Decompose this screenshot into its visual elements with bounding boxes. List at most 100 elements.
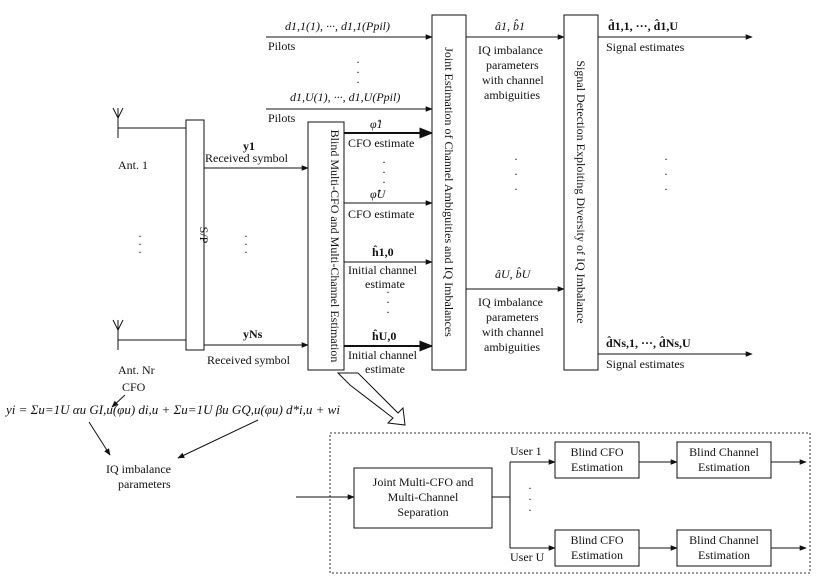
svg-text:·: · — [356, 65, 360, 79]
svg-text:·: · — [514, 167, 518, 181]
iq-note-arrow-right — [177, 419, 259, 459]
joint-separation-block — [353, 467, 493, 529]
sp-block-label: S/P — [197, 227, 211, 244]
vertical-dots-iq: · · · — [514, 152, 518, 196]
svg-text:·: · — [382, 165, 386, 179]
joint-separation-line-2: Multi-Channel — [388, 490, 459, 504]
svg-text:·: · — [382, 155, 386, 169]
iq-1-label-4: ambiguities — [484, 88, 540, 102]
vertical-dots-users: · · · — [528, 481, 532, 517]
svg-text:·: · — [138, 229, 142, 243]
joint-separation-line-3: Separation — [397, 505, 448, 519]
vertical-dots-antennas: · · · — [138, 229, 142, 259]
iq-note-arrow-left — [88, 421, 111, 456]
iq-u-label-1: IQ imbalance — [478, 295, 543, 309]
signal-detection-label: Signal Detection Exploiting Diversity of… — [574, 60, 588, 323]
svg-text:·: · — [664, 152, 668, 166]
antenna-1-label: Ant. 1 — [118, 158, 148, 172]
blind-channel-u-line-2: Estimation — [698, 548, 750, 562]
svg-text:·: · — [138, 237, 142, 251]
joint-estimation-block — [431, 14, 467, 371]
cfo-1-math: φ̂1 — [370, 117, 383, 131]
svg-text:·: · — [386, 295, 390, 309]
joint-separation-line-1: Joint Multi-CFO and — [373, 475, 474, 489]
blind-cfo-1-line-1: Blind CFO — [570, 445, 623, 459]
equation-cfo-note: CFO — [122, 380, 146, 394]
blind-estimation-block — [307, 121, 345, 371]
zoom-arrow-icon — [336, 372, 406, 426]
user-u-label: User U — [510, 550, 545, 564]
blind-cfo-u-line-1: Blind CFO — [570, 533, 623, 547]
cfo-u-math: φ̂U — [370, 187, 387, 201]
blind-cfo-block-u — [554, 529, 640, 567]
vertical-dots-channel: · · · — [386, 285, 390, 319]
svg-text:·: · — [244, 237, 248, 251]
antenna-n-label: Ant. Nr — [118, 363, 155, 377]
hu-math: ĥU,0 — [372, 328, 396, 343]
blind-channel-u-line-1: Blind Channel — [689, 533, 759, 547]
blind-cfo-u-line-2: Estimation — [571, 548, 623, 562]
sp-block — [185, 119, 205, 351]
svg-text:·: · — [664, 167, 668, 181]
cfo-note-arrow — [111, 394, 126, 408]
cfo-u-label: CFO estimate — [348, 207, 414, 221]
pilots-u-math: d1,U(1), ···, d1,U(Ppil) — [290, 90, 400, 104]
blind-channel-1-line-2: Estimation — [698, 460, 750, 474]
hu-label-2: estimate — [365, 362, 405, 376]
iq-note-1: IQ imbalance — [106, 462, 171, 476]
iq-note-2: parameters — [118, 477, 171, 491]
output-1-label: Signal estimates — [606, 40, 685, 54]
blind-estimation-label: Blind Multi-CFO and Multi-Channel Estima… — [328, 130, 342, 363]
iq-1-math: â1, b̂1 — [495, 19, 525, 33]
system-equation: yi = Σu=1U αu GI,u(φu) di,u + Σu=1U βu G… — [4, 402, 340, 417]
svg-text:·: · — [528, 492, 532, 506]
svg-text:·: · — [528, 481, 532, 495]
pilots-1-label: Pilots — [268, 39, 296, 53]
svg-text:·: · — [138, 245, 142, 259]
y1-label: y1 — [243, 139, 255, 153]
svg-text:·: · — [244, 245, 248, 259]
svg-text:·: · — [382, 175, 386, 189]
output-n-math: d̂Ns,1, ···, d̂Ns,U — [606, 336, 691, 350]
iq-u-math: âU, b̂U — [495, 267, 532, 281]
svg-text:·: · — [356, 75, 360, 89]
vertical-dots-cfo: · · · — [382, 155, 386, 189]
received-symbol-n-label: Received symbol — [207, 353, 291, 367]
iq-1-label-1: IQ imbalance — [478, 43, 543, 57]
detail-panel — [329, 432, 811, 574]
vertical-dots-received: · · · — [244, 229, 248, 259]
vertical-dots-pilots: · · · — [356, 55, 360, 89]
vertical-dots-output: · · · — [664, 152, 668, 196]
h1-label-2: estimate — [365, 277, 405, 291]
svg-text:·: · — [244, 229, 248, 243]
iq-u-label-3: with channel — [482, 325, 544, 339]
blind-channel-block-1 — [676, 441, 772, 479]
hu-label-1: Initial channel — [348, 348, 418, 362]
blind-channel-1-line-1: Blind Channel — [689, 445, 759, 459]
pilots-1-math: d1,1(1), ···, d1,1(Ppil) — [285, 19, 390, 33]
output-1-math: d̂1,1, ···, d̂1,U — [608, 19, 678, 33]
svg-text:·: · — [514, 182, 518, 196]
pilots-u-label: Pilots — [268, 111, 296, 125]
iq-1-label-2: parameters — [486, 58, 539, 72]
svg-text:·: · — [386, 285, 390, 299]
iq-u-label-4: ambiguities — [484, 340, 540, 354]
antenna-1-icon — [112, 107, 186, 138]
svg-text:·: · — [386, 305, 390, 319]
joint-estimation-label: Joint Estimation of Channel Ambiguities … — [442, 47, 456, 337]
blind-cfo-block-1 — [554, 441, 640, 479]
svg-text:·: · — [514, 152, 518, 166]
yn-label: yNs — [243, 327, 263, 341]
blind-cfo-1-line-2: Estimation — [571, 460, 623, 474]
svg-text:·: · — [528, 503, 532, 517]
svg-text:·: · — [356, 55, 360, 69]
user-1-label: User 1 — [510, 444, 542, 458]
antenna-n-icon — [112, 319, 186, 350]
signal-detection-block — [563, 14, 599, 371]
svg-text:·: · — [664, 182, 668, 196]
cfo-1-label: CFO estimate — [348, 136, 414, 150]
received-symbol-1-label: Received symbol — [205, 151, 289, 165]
iq-1-label-3: with channel — [482, 73, 544, 87]
iq-u-label-2: parameters — [486, 310, 539, 324]
